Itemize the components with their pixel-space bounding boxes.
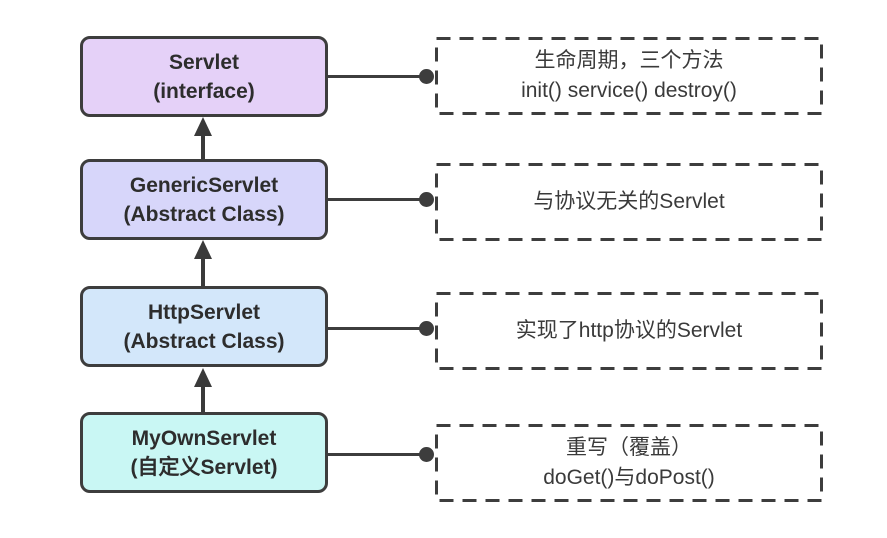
note-override-methods: 重写（覆盖） doGet()与doPost() (435, 424, 823, 502)
node-httpservlet: HttpServlet (Abstract Class) (80, 286, 328, 367)
dashed-border (435, 37, 823, 115)
note-text: init() service() destroy() (521, 79, 737, 102)
node-subtitle: (interface) (153, 79, 255, 103)
node-subtitle: (Abstract Class) (123, 202, 285, 226)
dashed-border (435, 163, 823, 241)
node-title: Servlet (168, 50, 240, 74)
arrow-up-icon (194, 117, 212, 136)
inheritance-arrow (194, 368, 212, 412)
node-title: GenericServlet (129, 173, 279, 197)
note-protocol-independent: 与协议无关的Servlet (435, 163, 823, 241)
arrow-shaft (201, 387, 205, 412)
note-http-protocol: 实现了http协议的Servlet (435, 292, 823, 370)
connector-line (328, 327, 427, 330)
arrow-up-icon (194, 240, 212, 259)
node-genericservlet: GenericServlet (Abstract Class) (80, 159, 328, 240)
note-lifecycle: 生命周期，三个方法 init() service() destroy() (435, 37, 823, 115)
inheritance-arrow (194, 117, 212, 159)
node-subtitle: (自定义Servlet) (130, 455, 278, 479)
node-title: MyOwnServlet (131, 426, 277, 450)
arrow-shaft (201, 259, 205, 286)
connector-line (328, 75, 427, 78)
arrow-up-icon (194, 368, 212, 387)
connector-dot-icon (419, 69, 434, 84)
dashed-border (435, 424, 823, 502)
connector-line (328, 198, 427, 201)
note-text: 生命周期，三个方法 (534, 49, 724, 72)
connector-line (328, 453, 427, 456)
node-title: HttpServlet (147, 300, 261, 324)
note-text: 与协议无关的Servlet (533, 190, 725, 213)
connector-dot-icon (419, 447, 434, 462)
connector-dot-icon (419, 192, 434, 207)
connector-dot-icon (419, 321, 434, 336)
node-servlet: Servlet (interface) (80, 36, 328, 117)
note-text: 实现了http协议的Servlet (515, 319, 743, 342)
arrow-shaft (201, 136, 205, 159)
dashed-border (435, 292, 823, 370)
node-subtitle: (Abstract Class) (123, 329, 285, 353)
note-text: doGet()与doPost() (543, 466, 715, 489)
note-text: 重写（覆盖） (566, 436, 692, 459)
node-myownservlet: MyOwnServlet (自定义Servlet) (80, 412, 328, 493)
inheritance-arrow (194, 240, 212, 286)
